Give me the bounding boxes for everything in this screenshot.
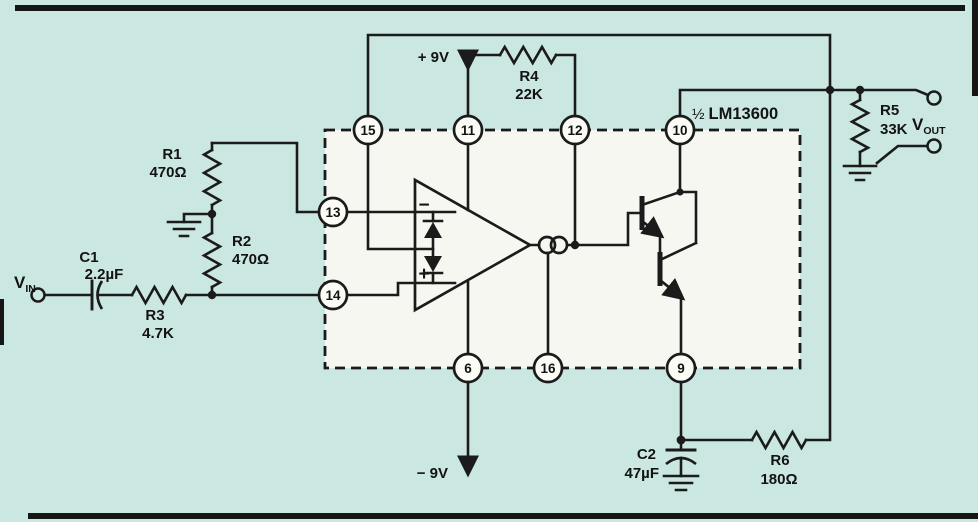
positive-supply-label: + 9V (418, 49, 449, 66)
r6-value: 180Ω (760, 471, 797, 488)
resistor-r4 (498, 44, 558, 66)
scan-border-top (15, 5, 965, 11)
wire-diode-bias-internal (366, 129, 435, 251)
pin-12: 12 (559, 114, 591, 146)
svg-text:12: 12 (567, 123, 582, 138)
resistor-r1 (201, 148, 223, 207)
r2-ref: R2 (232, 233, 251, 250)
wire-output-rail (678, 88, 930, 133)
r4-ref: R4 (519, 68, 539, 85)
r2-value: 470Ω (232, 251, 269, 268)
c2-plate-curved (665, 456, 697, 466)
r1-ref: R1 (162, 146, 181, 163)
diode-2 (424, 256, 442, 272)
svg-text:15: 15 (360, 123, 376, 138)
buffer-transistor-1-emitter (640, 216, 665, 239)
resistor-r5 (849, 98, 871, 154)
current-mirror-symbol (537, 235, 569, 255)
r5-value: 33K (880, 121, 908, 138)
noninverting-sign: + (418, 264, 429, 285)
wire-noninverting-input (331, 281, 457, 297)
c1-value: 2.2µF (85, 266, 124, 283)
scan-border-right (972, 0, 978, 96)
r4-value: 22K (515, 86, 543, 103)
mirror-circle-1 (537, 235, 557, 255)
scan-border-left (0, 299, 4, 345)
svg-text:13: 13 (325, 205, 341, 220)
wire-pin9-node (679, 366, 754, 452)
vin-label: VIN (14, 273, 36, 295)
capacitor-c1 (90, 279, 104, 311)
pin-11: 11 (452, 114, 484, 146)
c2-value: 47µF (625, 465, 660, 482)
r5-ref: R5 (880, 102, 899, 119)
r1-value: 470Ω (149, 164, 186, 181)
ground-symbol-c2 (662, 474, 700, 492)
capacitor-c2 (665, 448, 697, 466)
mirror-circle-2 (549, 235, 569, 255)
ota-triangle (413, 177, 533, 313)
resistor-r2 (201, 231, 223, 289)
pin-15: 15 (352, 114, 384, 146)
wire-r1-pin13 (210, 141, 335, 214)
ic-pins: 15 11 12 10 13 14 6 16 9 (317, 114, 697, 384)
buffer-transistor-2-emitter (658, 277, 686, 301)
buffer-darlington (639, 129, 698, 370)
wire-output-ground-terminal (875, 144, 929, 165)
ground-symbol-divider (166, 220, 202, 238)
wire-ground-stub (182, 212, 214, 224)
svg-text:10: 10 (672, 123, 687, 138)
svg-text:14: 14 (325, 288, 341, 303)
pin-14: 14 (317, 279, 349, 311)
diode-1 (424, 222, 442, 238)
negative-supply-label: − 9V (417, 465, 448, 482)
r3-ref: R3 (145, 307, 164, 324)
svg-text:11: 11 (461, 123, 476, 138)
pin-9: 9 (665, 352, 697, 384)
vout-terminal-ground (926, 138, 942, 154)
c2-ref: C2 (637, 446, 656, 463)
wiring-external (42, 33, 930, 478)
buffer-transistor-2-collector (658, 190, 698, 262)
ground-symbol-r5 (842, 164, 878, 182)
svg-text:6: 6 (464, 361, 472, 376)
vout-label: VOUT (912, 115, 946, 137)
svg-text:9: 9 (677, 361, 685, 376)
buffer-transistor-1-collector (640, 190, 682, 207)
pin-16: 16 (532, 352, 564, 384)
resistor-r6 (750, 429, 808, 451)
vout-terminal-signal (926, 90, 942, 106)
vin-terminal (30, 287, 46, 303)
linearizing-diodes (422, 219, 444, 275)
scan-border-bottom (28, 513, 978, 519)
r6-ref: R6 (770, 452, 789, 469)
inverting-sign: − (418, 195, 429, 216)
pin-10: 10 (664, 114, 696, 146)
junction-dots (207, 85, 865, 445)
pin-13: 13 (317, 196, 349, 228)
pin-6: 6 (452, 352, 484, 384)
wiring-internal (331, 129, 644, 370)
wire-top-rail (366, 33, 832, 442)
c1-ref: C1 (79, 249, 98, 266)
svg-text:16: 16 (540, 361, 556, 376)
r3-value: 4.7K (142, 325, 174, 342)
resistor-r3 (130, 284, 188, 306)
c1-plate-curved (96, 280, 104, 310)
